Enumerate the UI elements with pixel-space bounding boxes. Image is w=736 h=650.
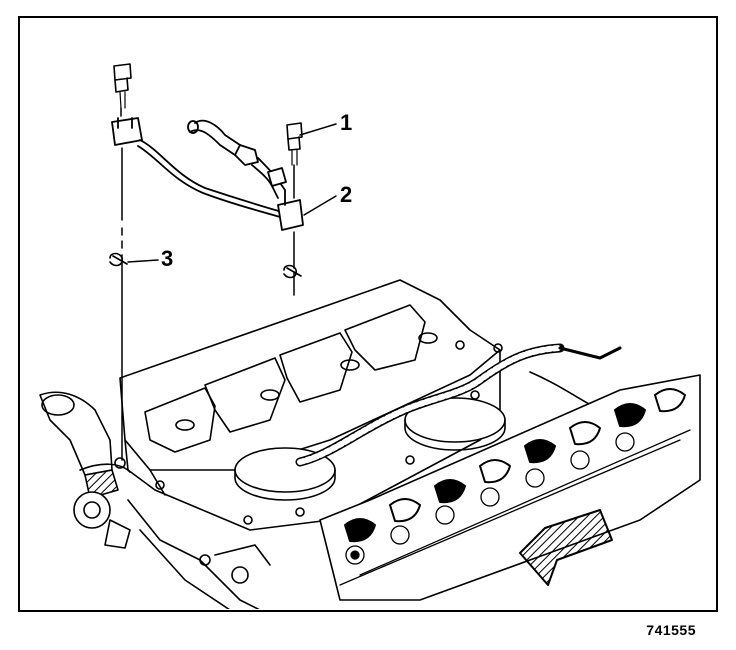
- leader-lines: [127, 123, 337, 263]
- bolt-1: [286, 122, 303, 166]
- cylinder-head: [319, 374, 701, 601]
- wiring-harness: [295, 343, 622, 467]
- callout-1: 1: [340, 110, 353, 135]
- figure-id: 741555: [646, 622, 696, 638]
- stud-clip-right: [283, 264, 302, 279]
- fuel-pipe-assembly: [111, 117, 304, 231]
- callout-2: 2: [340, 182, 353, 207]
- stud-clip-left: [109, 252, 128, 267]
- callout-3: 3: [161, 246, 174, 271]
- front-direction-arrow: [519, 509, 613, 586]
- water-outlet: [39, 391, 131, 549]
- bolt-left: [113, 63, 132, 109]
- engine-block-lower: [127, 499, 271, 609]
- alignment-lines: [120, 107, 295, 461]
